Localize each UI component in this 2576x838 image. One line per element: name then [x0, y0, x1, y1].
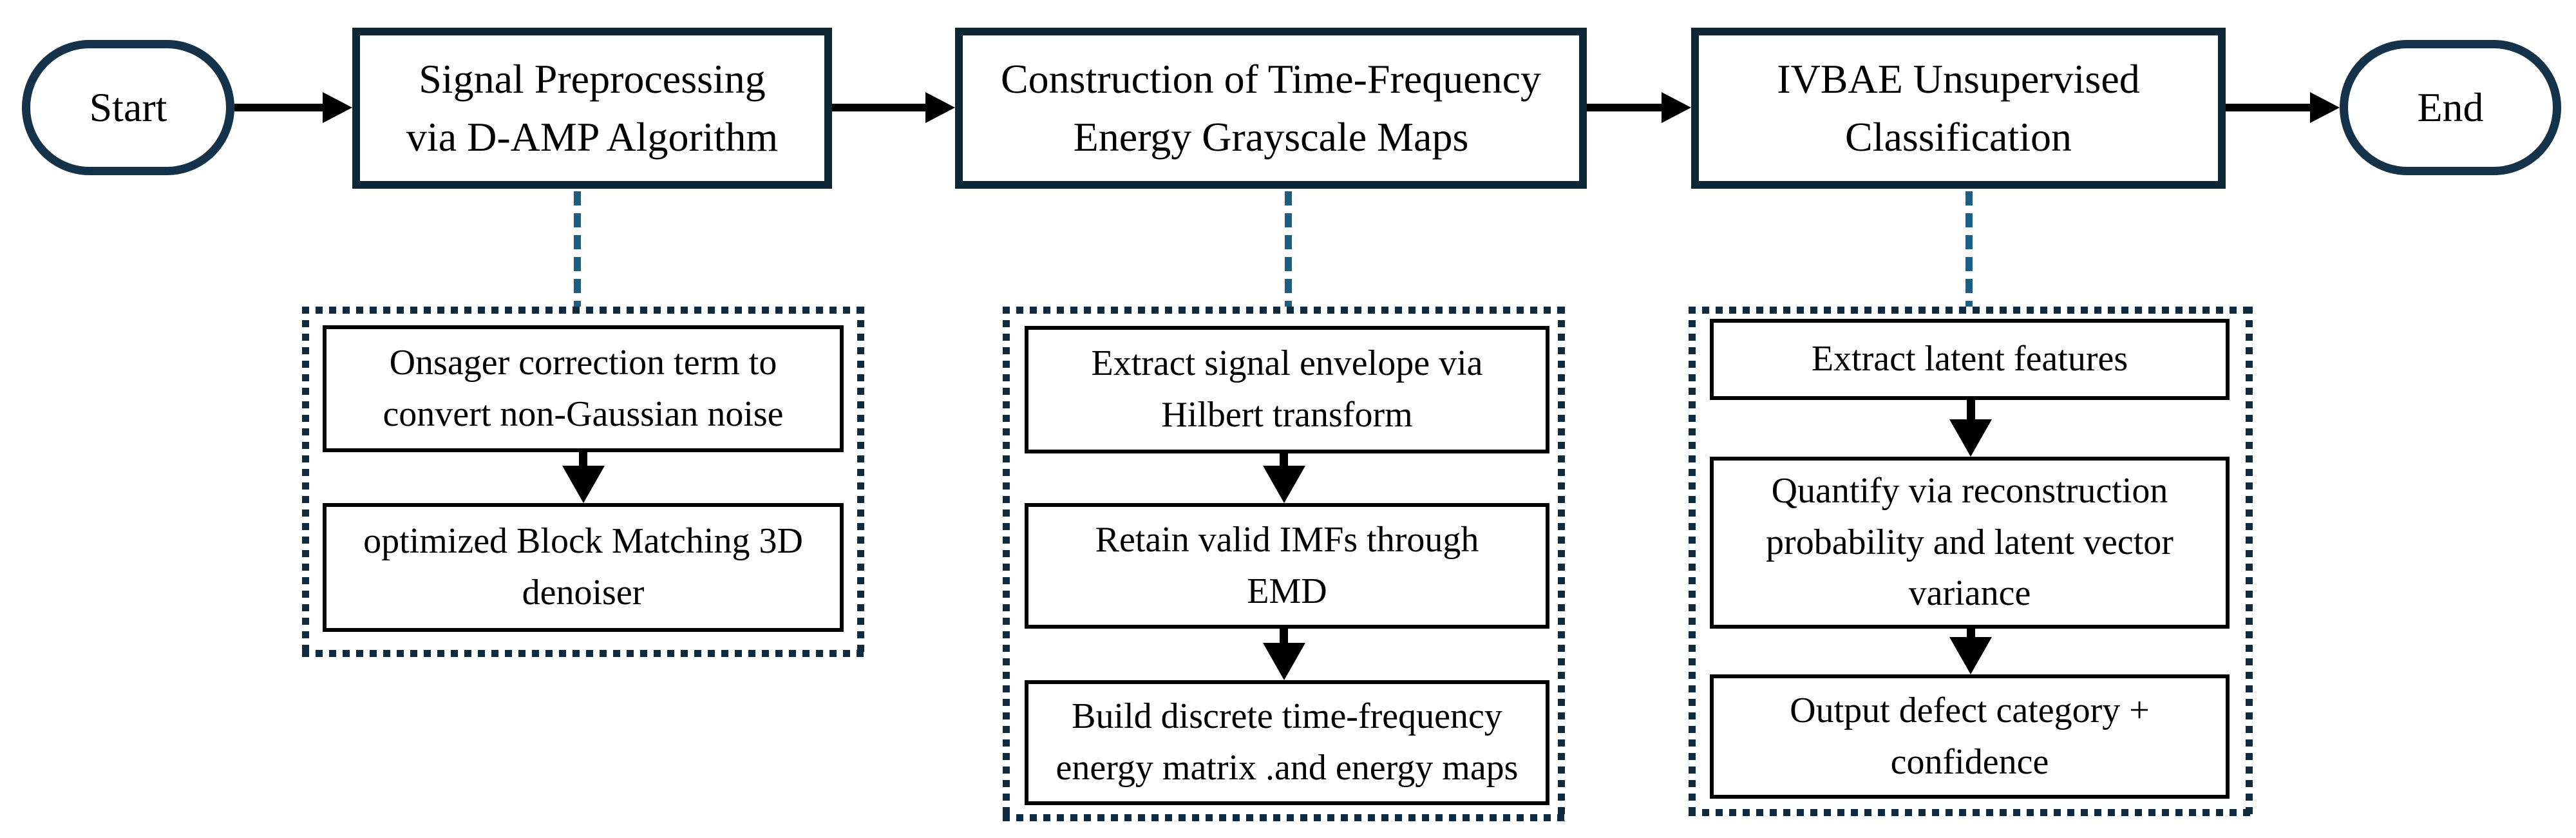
substep-label: Extract signal envelope via Hilbert tran… [1091, 343, 1483, 435]
phase-2-substep-1-box: Extract signal envelope via Hilbert tran… [1025, 326, 1549, 453]
substep-label: Quantify via reconstruction probability … [1766, 471, 2174, 614]
phase-3-substep-3-box: Output defect category + confidence [1710, 674, 2230, 799]
substep-label: Retain valid IMFs through EMD [1095, 519, 1479, 611]
substep-label: Output defect category + confidence [1790, 690, 2150, 782]
arrow-shaft [234, 104, 325, 111]
arrow-shaft [832, 104, 928, 111]
start-label: Start [89, 84, 167, 130]
flow-arrow-step1-to-step2 [832, 92, 955, 123]
phase-3-dashed-connector [1965, 191, 1973, 307]
down-arrow [1262, 629, 1305, 680]
down-arrow [562, 452, 605, 503]
step-label: IVBAE Unsupervised Classification [1777, 56, 2140, 160]
arrow-shaft [1280, 629, 1288, 643]
phase-3-substep-2-box: Quantify via reconstruction probability … [1710, 457, 2230, 629]
arrow-head-icon [925, 92, 955, 123]
phase-1-dashed-connector [574, 191, 581, 307]
down-arrow [1949, 629, 1992, 674]
phase-3-detail-group: Extract latent features Quantify via rec… [1689, 307, 2253, 816]
phase-1-substep-1-box: Onsager correction term to convert non-G… [323, 325, 844, 452]
substep-label: optimized Block Matching 3D denoiser [363, 521, 803, 613]
arrow-head-icon [1949, 419, 1992, 457]
down-arrow [1949, 400, 1992, 457]
substep-label: Extract latent features [1811, 339, 2128, 379]
step-box-signal-preprocessing: Signal Preprocessing via D-AMP Algorithm [352, 28, 832, 189]
arrow-shaft [1280, 453, 1288, 466]
flow-arrow-start-to-step1 [234, 92, 352, 123]
arrow-shaft [1966, 629, 1975, 637]
start-terminator: Start [22, 40, 234, 175]
flow-arrow-step2-to-step3 [1587, 92, 1691, 123]
end-terminator: End [2340, 40, 2561, 175]
step-box-ivbae-classification: IVBAE Unsupervised Classification [1691, 28, 2226, 189]
arrow-head-icon [1949, 637, 1992, 674]
step-label: Construction of Time-Frequency Energy Gr… [1000, 56, 1542, 160]
arrow-shaft [1966, 400, 1975, 419]
phase-1-detail-group: Onsager correction term to convert non-G… [302, 307, 864, 657]
phase-3-substep-1-box: Extract latent features [1710, 319, 2230, 400]
step-box-time-frequency-maps: Construction of Time-Frequency Energy Gr… [955, 28, 1587, 189]
end-label: End [2417, 84, 2484, 130]
arrow-shaft [579, 452, 587, 466]
substep-label: Build discrete time-frequency energy mat… [1056, 696, 1519, 788]
down-arrow [1262, 453, 1305, 503]
phase-2-dashed-connector [1285, 191, 1292, 307]
substep-label: Onsager correction term to convert non-G… [383, 342, 784, 434]
phase-2-substep-3-box: Build discrete time-frequency energy mat… [1025, 680, 1549, 805]
flow-arrow-step3-to-end [2226, 92, 2340, 123]
phase-2-detail-group: Extract signal envelope via Hilbert tran… [1003, 307, 1565, 821]
arrow-head-icon [2310, 92, 2340, 123]
arrow-head-icon [1262, 466, 1305, 503]
arrow-head-icon [323, 92, 352, 123]
arrow-shaft [2226, 104, 2313, 111]
step-label: Signal Preprocessing via D-AMP Algorithm [406, 56, 779, 160]
arrow-head-icon [562, 466, 605, 503]
arrow-head-icon [1662, 92, 1691, 123]
phase-2-substep-2-box: Retain valid IMFs through EMD [1025, 503, 1549, 629]
arrow-shaft [1587, 104, 1664, 111]
arrow-head-icon [1262, 643, 1305, 680]
phase-1-substep-2-box: optimized Block Matching 3D denoiser [323, 503, 844, 632]
